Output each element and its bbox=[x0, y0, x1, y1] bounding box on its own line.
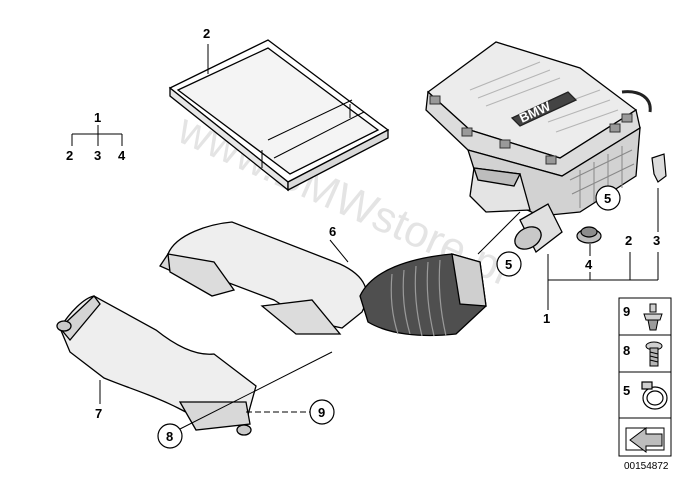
callout-label: 9 bbox=[318, 405, 325, 420]
tree-child-label: 2 bbox=[66, 148, 73, 163]
air-filter-housing: BMW bbox=[425, 41, 652, 253]
air-filter-insert bbox=[168, 39, 390, 192]
legend-label: 9 bbox=[623, 304, 630, 319]
expanding-rivet-icon bbox=[643, 303, 663, 331]
retaining-clip bbox=[651, 153, 667, 183]
bellows-ribs bbox=[390, 259, 447, 337]
callout-circle bbox=[595, 185, 621, 211]
tree-child-label: 3 bbox=[94, 148, 101, 163]
leader-line bbox=[177, 351, 333, 431]
screw-icon bbox=[645, 341, 663, 367]
air-scoop bbox=[56, 295, 257, 436]
legend-label: 8 bbox=[623, 343, 630, 358]
callout-label: 8 bbox=[166, 429, 173, 444]
callout-label: 1 bbox=[543, 311, 550, 326]
legend-label: 5 bbox=[623, 383, 630, 398]
part-group-tree bbox=[71, 125, 123, 146]
hose-clamp-icon bbox=[641, 381, 668, 410]
callout-label: 4 bbox=[585, 257, 593, 272]
callout-label: 2 bbox=[203, 26, 210, 41]
callout-bracket bbox=[547, 188, 659, 310]
tree-root-label: 1 bbox=[94, 110, 101, 125]
view-direction-icon bbox=[625, 427, 665, 453]
callout-circle bbox=[309, 399, 335, 425]
callout-label: 3 bbox=[653, 233, 660, 248]
leader-line bbox=[329, 239, 349, 263]
tree-child-label: 4 bbox=[118, 148, 126, 163]
callout-label: 7 bbox=[95, 406, 102, 421]
leader-line bbox=[477, 211, 521, 255]
callout-circle bbox=[157, 423, 183, 449]
callout-label: 2 bbox=[625, 233, 632, 248]
rubber-mount bbox=[576, 226, 602, 244]
callout-label: 5 bbox=[505, 257, 512, 272]
document-number: 00154872 bbox=[624, 461, 669, 472]
callout-label: 6 bbox=[329, 224, 336, 239]
callout-label: 5 bbox=[604, 191, 611, 206]
callout-circle bbox=[496, 251, 522, 277]
